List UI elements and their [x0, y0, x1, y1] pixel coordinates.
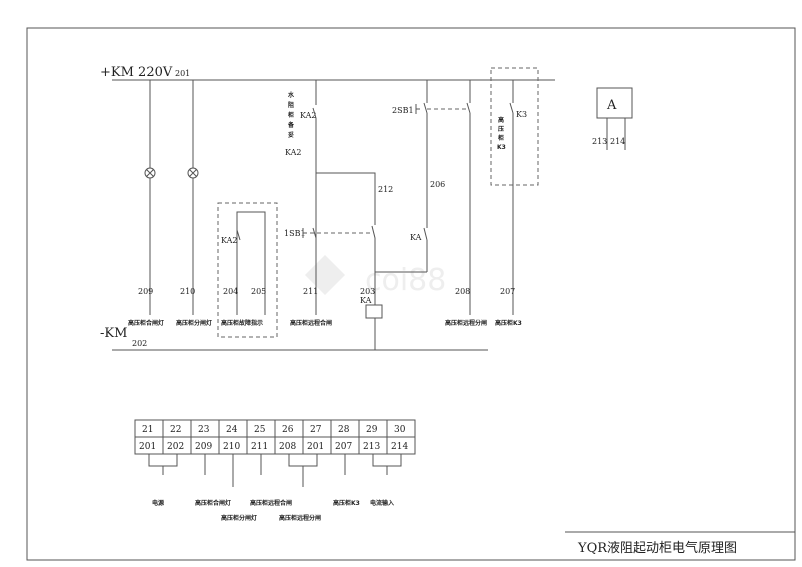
lamp-branch-1: 209	[138, 80, 156, 315]
terminal-number: 27	[310, 425, 322, 435]
svg-text:高压柜分闸灯: 高压柜分闸灯	[176, 319, 212, 327]
terminal-number: 26	[282, 425, 294, 435]
svg-text:备: 备	[287, 121, 295, 129]
terminal-number: 22	[170, 425, 181, 435]
start-branch: 水 阻 柜 备 妥 KA2 KA2 212 1SB1 KA 211 203	[284, 80, 427, 350]
svg-text:柜: 柜	[287, 111, 294, 119]
svg-text:A: A	[606, 98, 617, 113]
svg-text:高: 高	[498, 116, 504, 124]
node-209-label: 209	[138, 287, 153, 296]
watermark-logo: coi88	[305, 255, 446, 298]
terminal-wire: 201	[307, 442, 324, 452]
svg-text:213: 213	[592, 137, 607, 146]
terminal-wire: 214	[391, 442, 408, 452]
svg-text:KA: KA	[410, 233, 422, 242]
terminal-label: 电流输入	[370, 499, 394, 507]
terminal-number: 25	[254, 425, 266, 435]
svg-text:203: 203	[360, 287, 375, 296]
terminal-number: 29	[366, 425, 378, 435]
svg-text:205: 205	[251, 287, 266, 296]
svg-text:211: 211	[303, 287, 318, 296]
node-202-label: 202	[132, 339, 147, 348]
terminal-wire: 210	[223, 442, 240, 452]
drawing-title: YQR液阻起动柜电气原理图	[577, 540, 737, 556]
svg-text:高压柜故障指示: 高压柜故障指示	[221, 319, 263, 327]
svg-text:KA2: KA2	[300, 111, 317, 120]
terminal-wire: 202	[167, 442, 184, 452]
svg-text:阻: 阻	[288, 101, 294, 109]
svg-text:2SB1: 2SB1	[392, 106, 414, 115]
svg-text:KA2: KA2	[285, 148, 302, 157]
svg-text:妥: 妥	[288, 131, 294, 139]
terminal-wire: 207	[335, 442, 352, 452]
terminal-wire: 201	[139, 442, 156, 452]
ammeter: A 213 214	[592, 87, 633, 150]
svg-text:212: 212	[378, 185, 393, 194]
svg-text:柜: 柜	[497, 134, 504, 142]
svg-text:204: 204	[223, 287, 238, 296]
svg-text:208: 208	[455, 287, 470, 296]
svg-text:高压柜远程合闸: 高压柜远程合闸	[290, 319, 332, 327]
terminal-number: 24	[226, 425, 238, 435]
svg-text:K3: K3	[516, 110, 527, 119]
terminal-label: 高压柜K3	[333, 499, 360, 507]
negative-bus-label: -KM	[100, 326, 127, 341]
positive-bus-label: +KM 220V	[100, 65, 173, 80]
relay-coil-KA	[365, 304, 383, 319]
svg-text:高压柜K3: 高压柜K3	[495, 319, 522, 327]
svg-text:coi88: coi88	[365, 263, 446, 298]
terminal-label: 高压柜远程合闸	[250, 499, 292, 507]
svg-text:KA: KA	[360, 296, 372, 305]
terminal-block: 21 201 22 202 23 209 24 210 25 211 26 208 27 201 28 207…	[134, 419, 416, 522]
node-210-label: 210	[180, 287, 195, 296]
terminal-wire: 208	[279, 442, 296, 452]
terminal-number: 30	[394, 425, 406, 435]
branch-terminal-labels: 高压柜合闸灯 高压柜分闸灯 高压柜故障指示 高压柜远程合闸 高压柜远程分闸 高压…	[128, 319, 522, 327]
svg-text:KA2: KA2	[221, 236, 238, 245]
svg-text:206: 206	[430, 180, 445, 189]
svg-text:水: 水	[288, 91, 295, 99]
terminal-label: 高压柜合闸灯	[195, 499, 231, 507]
drawing-frame	[26, 27, 796, 561]
svg-text:高压柜远程分闸: 高压柜远程分闸	[445, 319, 487, 327]
svg-text:高压柜合闸灯: 高压柜合闸灯	[128, 319, 164, 327]
terminal-wire: 211	[251, 442, 268, 452]
svg-text:压: 压	[498, 125, 504, 133]
terminal-number: 21	[142, 425, 153, 435]
terminal-wire: 209	[195, 442, 212, 452]
terminal-label: 高压柜分闸灯	[221, 514, 257, 522]
node-201-label: 201	[175, 69, 190, 78]
svg-text:K3: K3	[497, 144, 506, 151]
k3-group: K3 高 压 柜 K3 207	[490, 67, 539, 315]
terminal-label: 高压柜远程分闸	[279, 514, 321, 522]
svg-text:1SB1: 1SB1	[284, 229, 306, 238]
svg-text:207: 207	[500, 287, 515, 296]
terminal-label: 电源	[152, 499, 164, 507]
terminal-number: 23	[198, 425, 210, 435]
terminal-wire: 213	[363, 442, 380, 452]
fault-indicator-group: KA2 204 205	[217, 202, 278, 338]
stop-branch: 2SB1 206 KA 208	[392, 80, 471, 315]
svg-text:214: 214	[610, 137, 625, 146]
terminal-number: 28	[338, 425, 350, 435]
lamp-branch-2: 210	[180, 80, 199, 315]
